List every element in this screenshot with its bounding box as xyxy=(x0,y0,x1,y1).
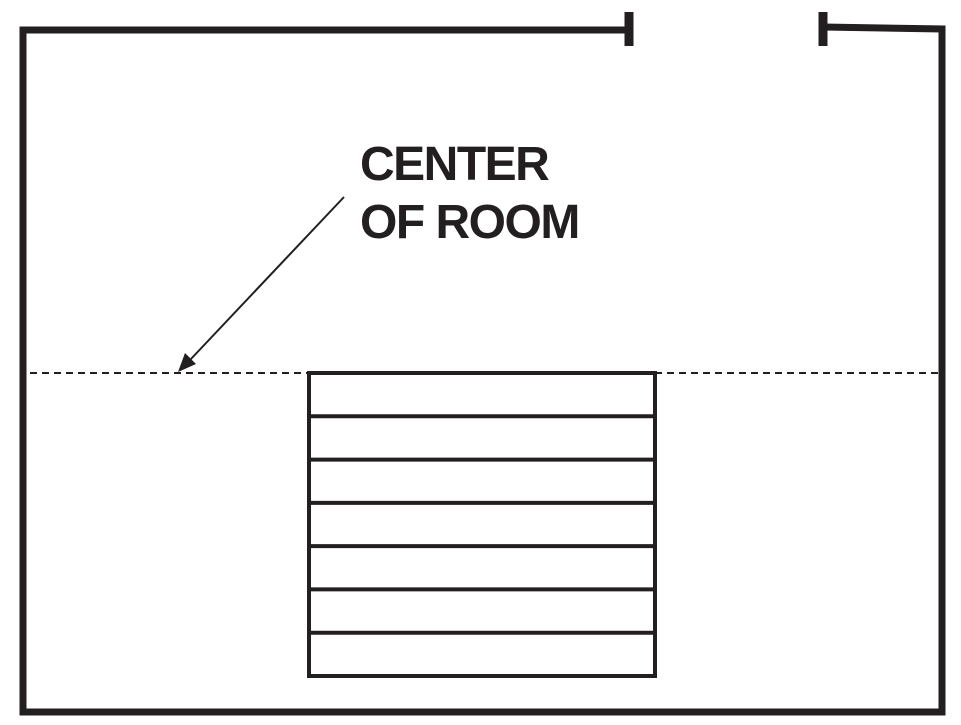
arrowhead-icon xyxy=(178,353,196,372)
rug-outline xyxy=(307,371,657,678)
room-wall xyxy=(19,23,946,716)
callout-label-line2: OF ROOM xyxy=(360,196,579,249)
striped-rug xyxy=(307,371,657,678)
leader-arrow-line xyxy=(189,196,345,361)
rug-stripes xyxy=(309,414,655,635)
callout-label-line1: CENTER xyxy=(360,138,549,191)
